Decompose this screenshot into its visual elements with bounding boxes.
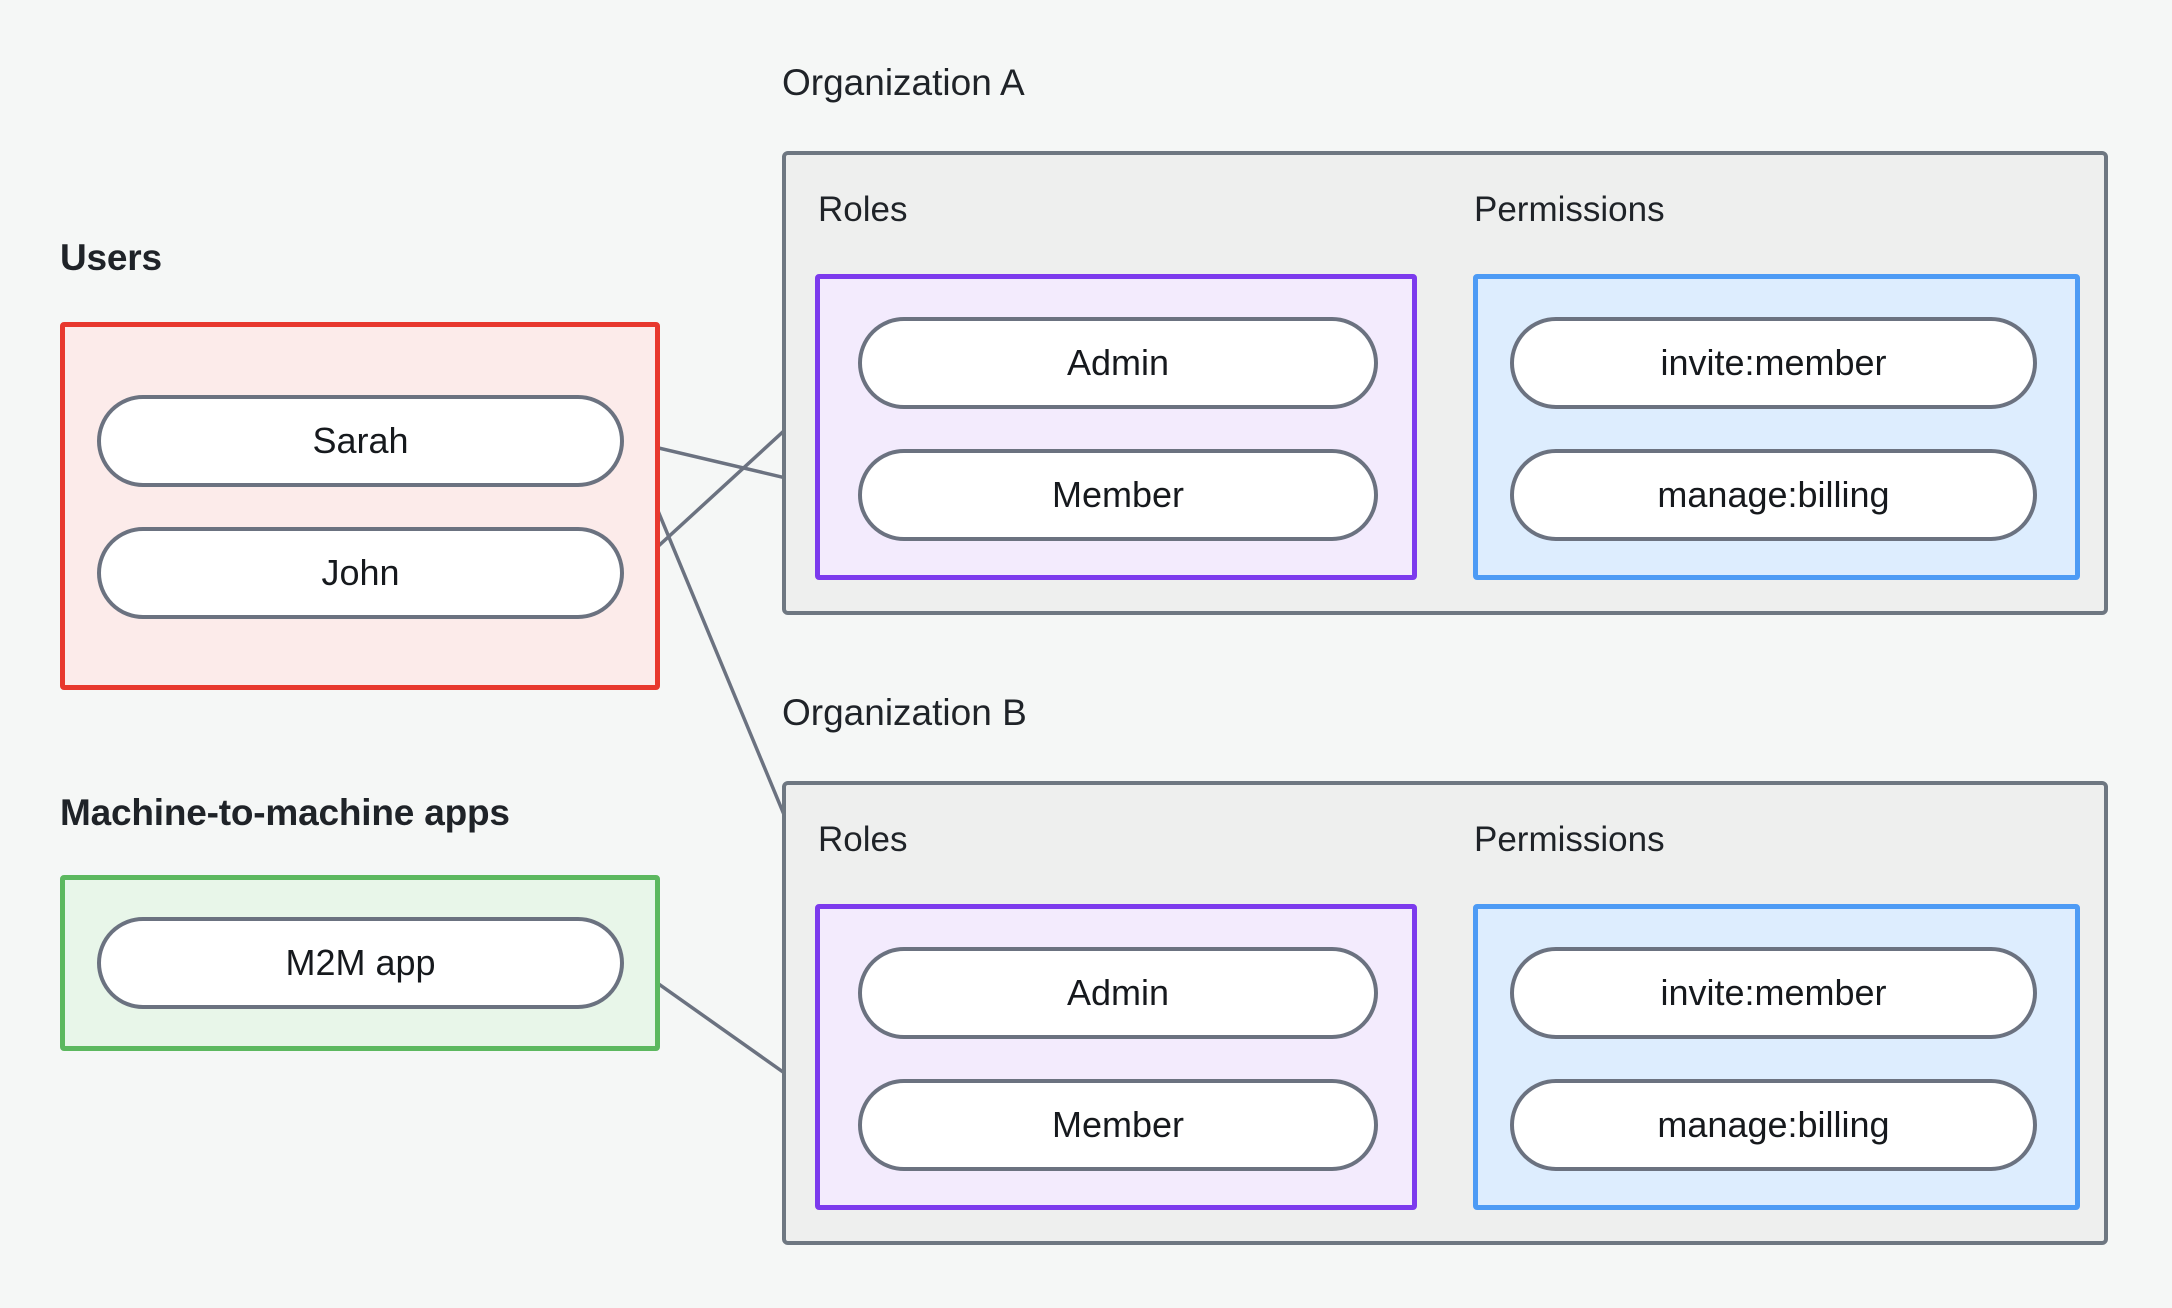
- node-org-b-role-member[interactable]: Member: [858, 1079, 1378, 1171]
- node-sarah[interactable]: Sarah: [97, 395, 624, 487]
- org-b-permissions-title: Permissions: [1474, 820, 1665, 859]
- node-org-a-role-admin[interactable]: Admin: [858, 317, 1378, 409]
- node-org-b-permission-invite-member[interactable]: invite:member: [1510, 947, 2037, 1039]
- node-m2m-app[interactable]: M2M app: [97, 917, 624, 1009]
- node-org-a-role-member[interactable]: Member: [858, 449, 1378, 541]
- org-a-title: Organization A: [782, 62, 1025, 103]
- org-b-roles-title: Roles: [818, 820, 908, 859]
- node-org-b-role-admin[interactable]: Admin: [858, 947, 1378, 1039]
- users-group-title: Users: [60, 237, 162, 278]
- users-container: [60, 322, 660, 690]
- org-a-permissions-title: Permissions: [1474, 190, 1665, 229]
- node-org-b-permission-manage-billing[interactable]: manage:billing: [1510, 1079, 2037, 1171]
- org-a-roles-title: Roles: [818, 190, 908, 229]
- m2m-group-title: Machine-to-machine apps: [60, 792, 510, 833]
- node-john[interactable]: John: [97, 527, 624, 619]
- node-org-a-permission-invite-member[interactable]: invite:member: [1510, 317, 2037, 409]
- node-org-a-permission-manage-billing[interactable]: manage:billing: [1510, 449, 2037, 541]
- org-b-title: Organization B: [782, 692, 1027, 733]
